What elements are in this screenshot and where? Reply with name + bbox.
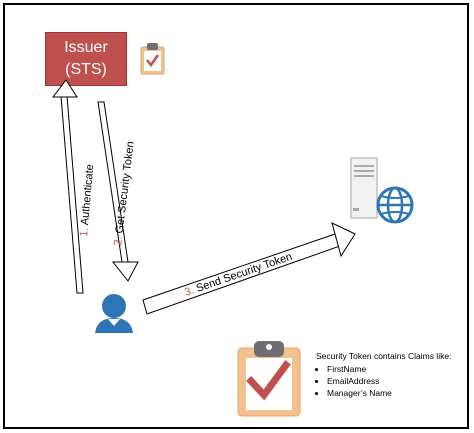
authenticate-arrow — [60, 95, 84, 294]
get-token-number: 2. — [112, 236, 125, 247]
issuer-label-line2: (STS) — [65, 61, 107, 78]
claims-list: FirstName EmailAddress Manager’s Name — [316, 363, 451, 399]
user-icon — [95, 294, 133, 333]
send-token-number: 3. — [183, 284, 196, 298]
claims-note: Security Token contains Claims like: Fir… — [316, 351, 451, 399]
claim-item: EmailAddress — [327, 375, 451, 387]
server-icon — [350, 157, 378, 219]
svg-text:3. Send Security Token: 3. Send Security Token — [183, 251, 294, 299]
clipboard-check-icon — [237, 341, 301, 417]
authenticate-label: Authenticate — [79, 164, 96, 228]
send-token-label: Send Security Token — [192, 251, 294, 296]
globe-icon — [376, 186, 414, 224]
issuer-label-line1: Issuer — [64, 39, 108, 56]
small-clipboard-icon — [140, 43, 165, 75]
authenticate-number: 1. — [78, 227, 91, 237]
claim-item: FirstName — [327, 363, 451, 375]
claim-item: Manager’s Name — [327, 387, 451, 399]
issuer-box: Issuer (STS) — [45, 32, 127, 86]
claims-title: Security Token contains Claims like: — [316, 351, 452, 361]
svg-text:1. Authenticate: 1. Authenticate — [78, 164, 96, 238]
